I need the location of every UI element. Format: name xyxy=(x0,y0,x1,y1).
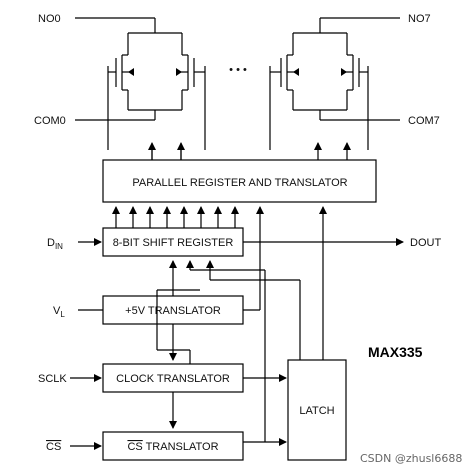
latch-label: LATCH xyxy=(299,405,334,417)
latch-block xyxy=(287,359,347,461)
part-number: MAX335 xyxy=(368,344,423,360)
pin-vl: VL xyxy=(53,305,65,319)
pin-no0: NO0 xyxy=(38,13,61,25)
shift-to-parallel-arrows xyxy=(112,206,239,228)
watermark: CSDN @zhusl6688 xyxy=(360,452,462,465)
shift-register-block xyxy=(102,227,244,257)
ellipsis-dots: • • • xyxy=(229,64,247,76)
pin-sclk: SCLK xyxy=(38,373,67,385)
analog-switch-0 xyxy=(75,17,206,160)
clock-translator-label: CLOCK TRANSLATOR xyxy=(116,373,230,385)
cs-translator-label: CS TRANSLATOR xyxy=(127,441,218,453)
v5-translator-label: +5V TRANSLATOR xyxy=(125,305,221,317)
analog-switch-7 xyxy=(269,17,400,150)
clock-translator-block xyxy=(102,363,244,393)
cs-translator-block xyxy=(102,431,244,461)
pin-cs: CS xyxy=(46,441,61,453)
pin-din: DIN xyxy=(47,237,63,251)
pin-com0: COM0 xyxy=(34,115,66,127)
switch-drive-arrows xyxy=(148,142,351,160)
pin-no7: NO7 xyxy=(408,13,431,25)
pin-com7: COM7 xyxy=(408,115,440,127)
parallel-register-block xyxy=(102,159,377,203)
pin-dout: DOUT xyxy=(410,237,441,249)
shift-register-label: 8-BIT SHIFT REGISTER xyxy=(113,237,234,249)
parallel-register-label: PARALLEL REGISTER AND TRANSLATOR xyxy=(132,177,347,189)
